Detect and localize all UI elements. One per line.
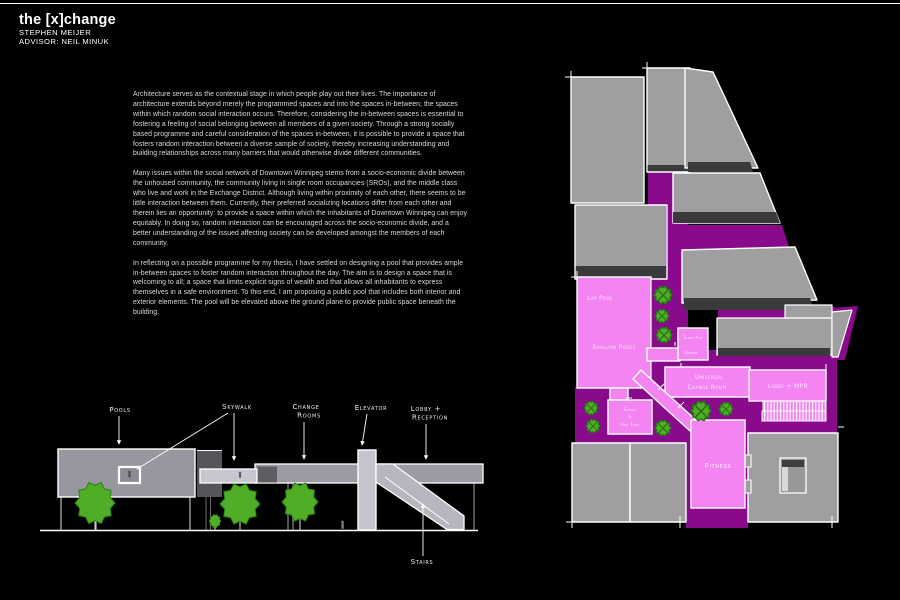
site-plan-drawing: Lap Pool Shallow Pools First Aid Office … <box>565 62 858 528</box>
plan-trees <box>584 286 733 435</box>
label-hot-tubs: Hot Tubs <box>620 422 639 428</box>
top-rule <box>0 3 900 5</box>
building-east-3-tip <box>831 309 853 358</box>
leader-lines <box>116 412 429 556</box>
elevator-tower <box>357 449 377 531</box>
skywalk-leader-window <box>136 412 229 470</box>
courtyard-wall <box>782 467 788 491</box>
stair-handrail <box>384 476 450 525</box>
page-title: the [x]change <box>19 12 116 28</box>
stair-flight-a <box>762 400 827 412</box>
tree-icon <box>655 309 669 322</box>
building-southwest-b <box>629 442 687 523</box>
essay-paragraph-1: Architecture serves as the contextual st… <box>133 91 465 158</box>
elevator-leader <box>360 413 368 446</box>
essay-paragraph-2: Many issues within the social network of… <box>133 170 467 247</box>
label-reception: Reception <box>412 414 448 422</box>
building-north-shadow <box>648 165 690 172</box>
tree-trunks <box>94 519 301 530</box>
first-aid-room <box>677 327 709 361</box>
building-west <box>575 205 666 266</box>
skywalk-bridge <box>199 468 258 484</box>
title-block: the [x]change STEPHEN MEIJER ADVISOR: NE… <box>19 12 116 47</box>
label-change: Change <box>292 403 319 411</box>
tree-icon <box>584 401 598 414</box>
person-icon <box>341 520 344 529</box>
sketch-ticks <box>565 62 844 528</box>
tree-icon <box>691 402 711 421</box>
label-lobby-mpr: Lobby + MPR <box>768 384 808 390</box>
fitness-room <box>690 419 746 509</box>
label-amp: & <box>628 414 632 420</box>
corridor-arm <box>646 347 681 362</box>
tree-icon <box>719 402 733 415</box>
building-northeast-shadow <box>688 162 753 172</box>
building-east-2-shadow <box>684 298 814 310</box>
universal-change-room <box>664 366 751 398</box>
person-icon <box>238 471 242 478</box>
elevation-structure <box>40 448 484 532</box>
label-elevator: Elevator <box>355 404 388 412</box>
building-west-shadow <box>575 266 667 279</box>
context-buildings <box>570 67 853 523</box>
author-name: STEPHEN MEIJER <box>19 28 92 37</box>
label-universal: Universal <box>695 375 723 381</box>
label-rooms: Rooms <box>297 412 321 420</box>
elevation-drawing: Pools Skywalk Change Rooms Elevator Lobb… <box>40 403 484 566</box>
elevation-labels: Pools Skywalk Change Rooms Elevator Lobb… <box>109 403 448 566</box>
label-lap-pool: Lap Pool <box>587 296 613 302</box>
door-ticks <box>626 342 685 409</box>
lobby-mpr-room <box>748 369 827 402</box>
stair-ramp <box>375 463 465 531</box>
tree-icon <box>586 419 600 432</box>
tree-icon <box>220 484 260 524</box>
courtyard-shadow <box>782 460 804 467</box>
tree-icon <box>656 327 672 342</box>
tree-icon <box>655 420 671 435</box>
person-icon <box>128 470 131 478</box>
change-room-block <box>257 466 277 483</box>
building-southwest-a <box>571 442 631 523</box>
label-skywalk: Skywalk <box>222 403 252 411</box>
tree-icon <box>654 286 672 303</box>
label-lobby: Lobby + <box>411 405 441 413</box>
slab-columns <box>205 497 212 530</box>
label-office: Office <box>685 350 698 356</box>
deck-diagonal-band <box>652 225 790 250</box>
building-east-3-shadow <box>718 348 830 356</box>
advisor-name: ADVISOR: NEIL MINUK <box>19 37 110 47</box>
thesis-statement: Architecture serves as the contextual st… <box>133 90 467 318</box>
building-northeast <box>684 67 759 169</box>
label-change-room: Change Room <box>688 385 727 391</box>
building-east-1-shadow <box>673 212 780 223</box>
stair-flight-b <box>761 410 827 422</box>
building-north <box>647 68 690 165</box>
label-shallow-pools: Shallow Pools <box>592 345 635 351</box>
building-east-2 <box>681 246 818 304</box>
elevation-trees <box>75 483 318 530</box>
label-sauna: Sauna <box>624 407 637 413</box>
label-stairs: Stairs <box>411 558 434 566</box>
sauna-room <box>607 399 653 435</box>
label-fitness: Fitness <box>705 462 732 470</box>
label-pools: Pools <box>109 406 131 414</box>
label-first-aid: First Aid <box>684 335 703 341</box>
pool-programme <box>576 276 827 509</box>
essay-paragraph-3: In reflecting on a possible programme fo… <box>133 259 464 317</box>
building-northwest <box>570 76 645 204</box>
building-east-3-upper <box>784 304 833 319</box>
plan-labels: Lap Pool Shallow Pools First Aid Office … <box>587 296 808 470</box>
